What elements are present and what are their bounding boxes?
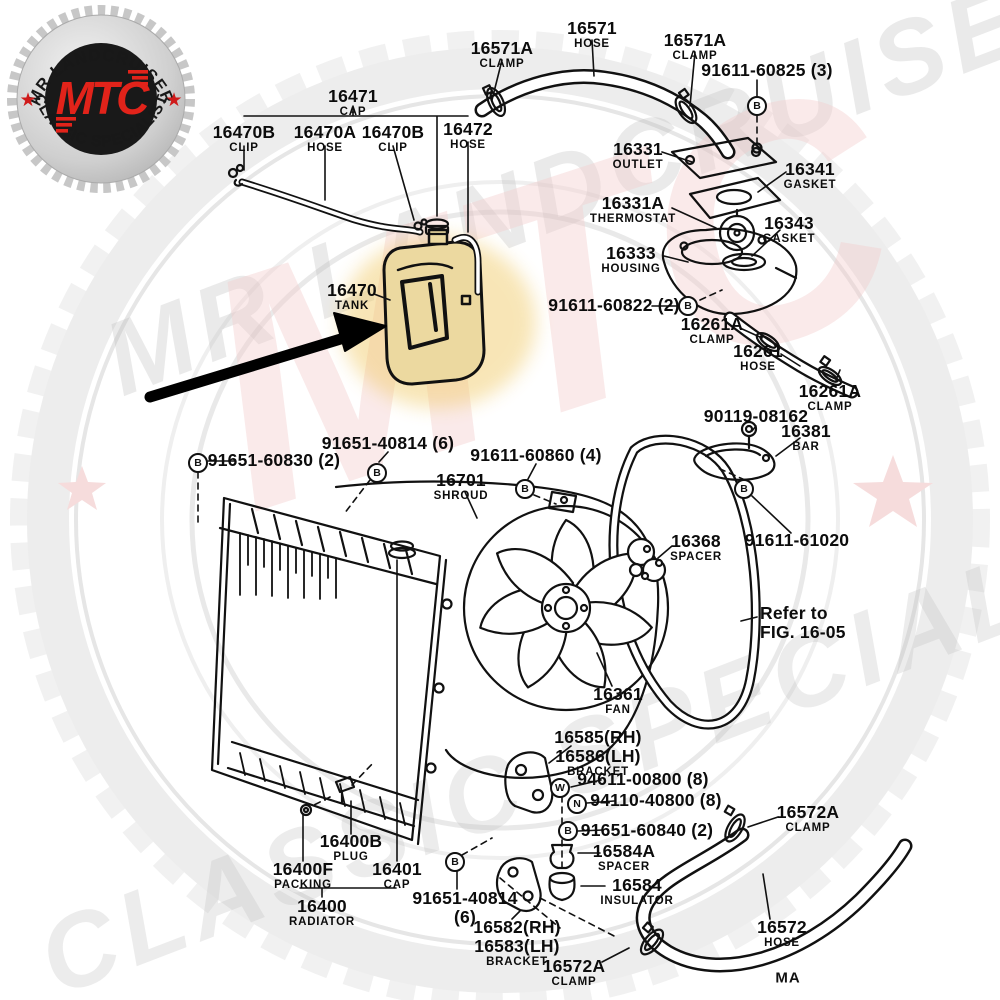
fastener-marker-B: B [678, 296, 698, 316]
lower-hose-art [635, 804, 913, 973]
thermostat-housing-art [661, 136, 798, 316]
overflow-hose-art [227, 163, 482, 296]
fastener-marker-W: W [550, 778, 570, 798]
pointer-arrow [144, 312, 387, 403]
part-label-91611-608604: 91611-60860 (4) [470, 445, 602, 465]
fastener-marker-B: B [515, 479, 535, 499]
mount-parts-art [495, 751, 576, 912]
tank-highlight-art [340, 218, 536, 408]
part-label-91651-608402: 91651-60840 (2) [580, 820, 714, 840]
bar-art [693, 420, 776, 481]
upper-hose-art [474, 68, 736, 160]
fastener-marker-B: B [734, 479, 754, 499]
fastener-marker-B: B [747, 96, 767, 116]
part-label-91651-608302: 91651-60830 (2) [207, 450, 341, 470]
fastener-marker-B: B [188, 453, 208, 473]
part-label-91651-408146: 91651-40814 (6) [321, 433, 455, 453]
part-label-91611-608253: 91611-60825 (3) [701, 60, 833, 80]
mtc-logo: MR LANDCRUISER CLASSIC SPECIALIST ★ ★ MT… [7, 5, 195, 193]
logo-star-right: ★ [165, 90, 182, 111]
part-label-94611-008008: 94611-00800 (8) [577, 769, 709, 789]
leader-lines [207, 39, 841, 963]
fastener-marker-N: N [567, 794, 587, 814]
radiator-art [210, 496, 453, 846]
gear-teeth-ring [7, 5, 195, 193]
part-label-16585RH: 16585(RH)16586(LH)BRACKET [554, 727, 642, 779]
pink-star-right [853, 455, 933, 527]
fan-art [479, 518, 653, 689]
pink-star-left [58, 466, 106, 510]
part-label-94110-408008: 94110-40800 (8) [590, 790, 722, 810]
part-label-91651-40814: 91651-40814(6) [412, 888, 518, 927]
fastener-marker-B: B [558, 821, 578, 841]
part-label-16582RH: 16582(RH)16583(LH)BRACKET [473, 917, 561, 969]
part-label-91611-608222: 91611-60822 (2) [548, 295, 680, 315]
part-label-91611-61020: 91611-61020 [744, 530, 850, 550]
part-label-90119-08162: 90119-08162 [703, 406, 809, 426]
logo-mtc-text: MTC [56, 72, 150, 124]
logo-stripes [56, 70, 148, 133]
logo-star-left: ★ [19, 90, 36, 111]
figure-code: MA [775, 969, 801, 987]
fan-spacer-art [626, 537, 667, 583]
fastener-marker-B: B [445, 852, 465, 872]
fastener-marker-B: B [367, 463, 387, 483]
